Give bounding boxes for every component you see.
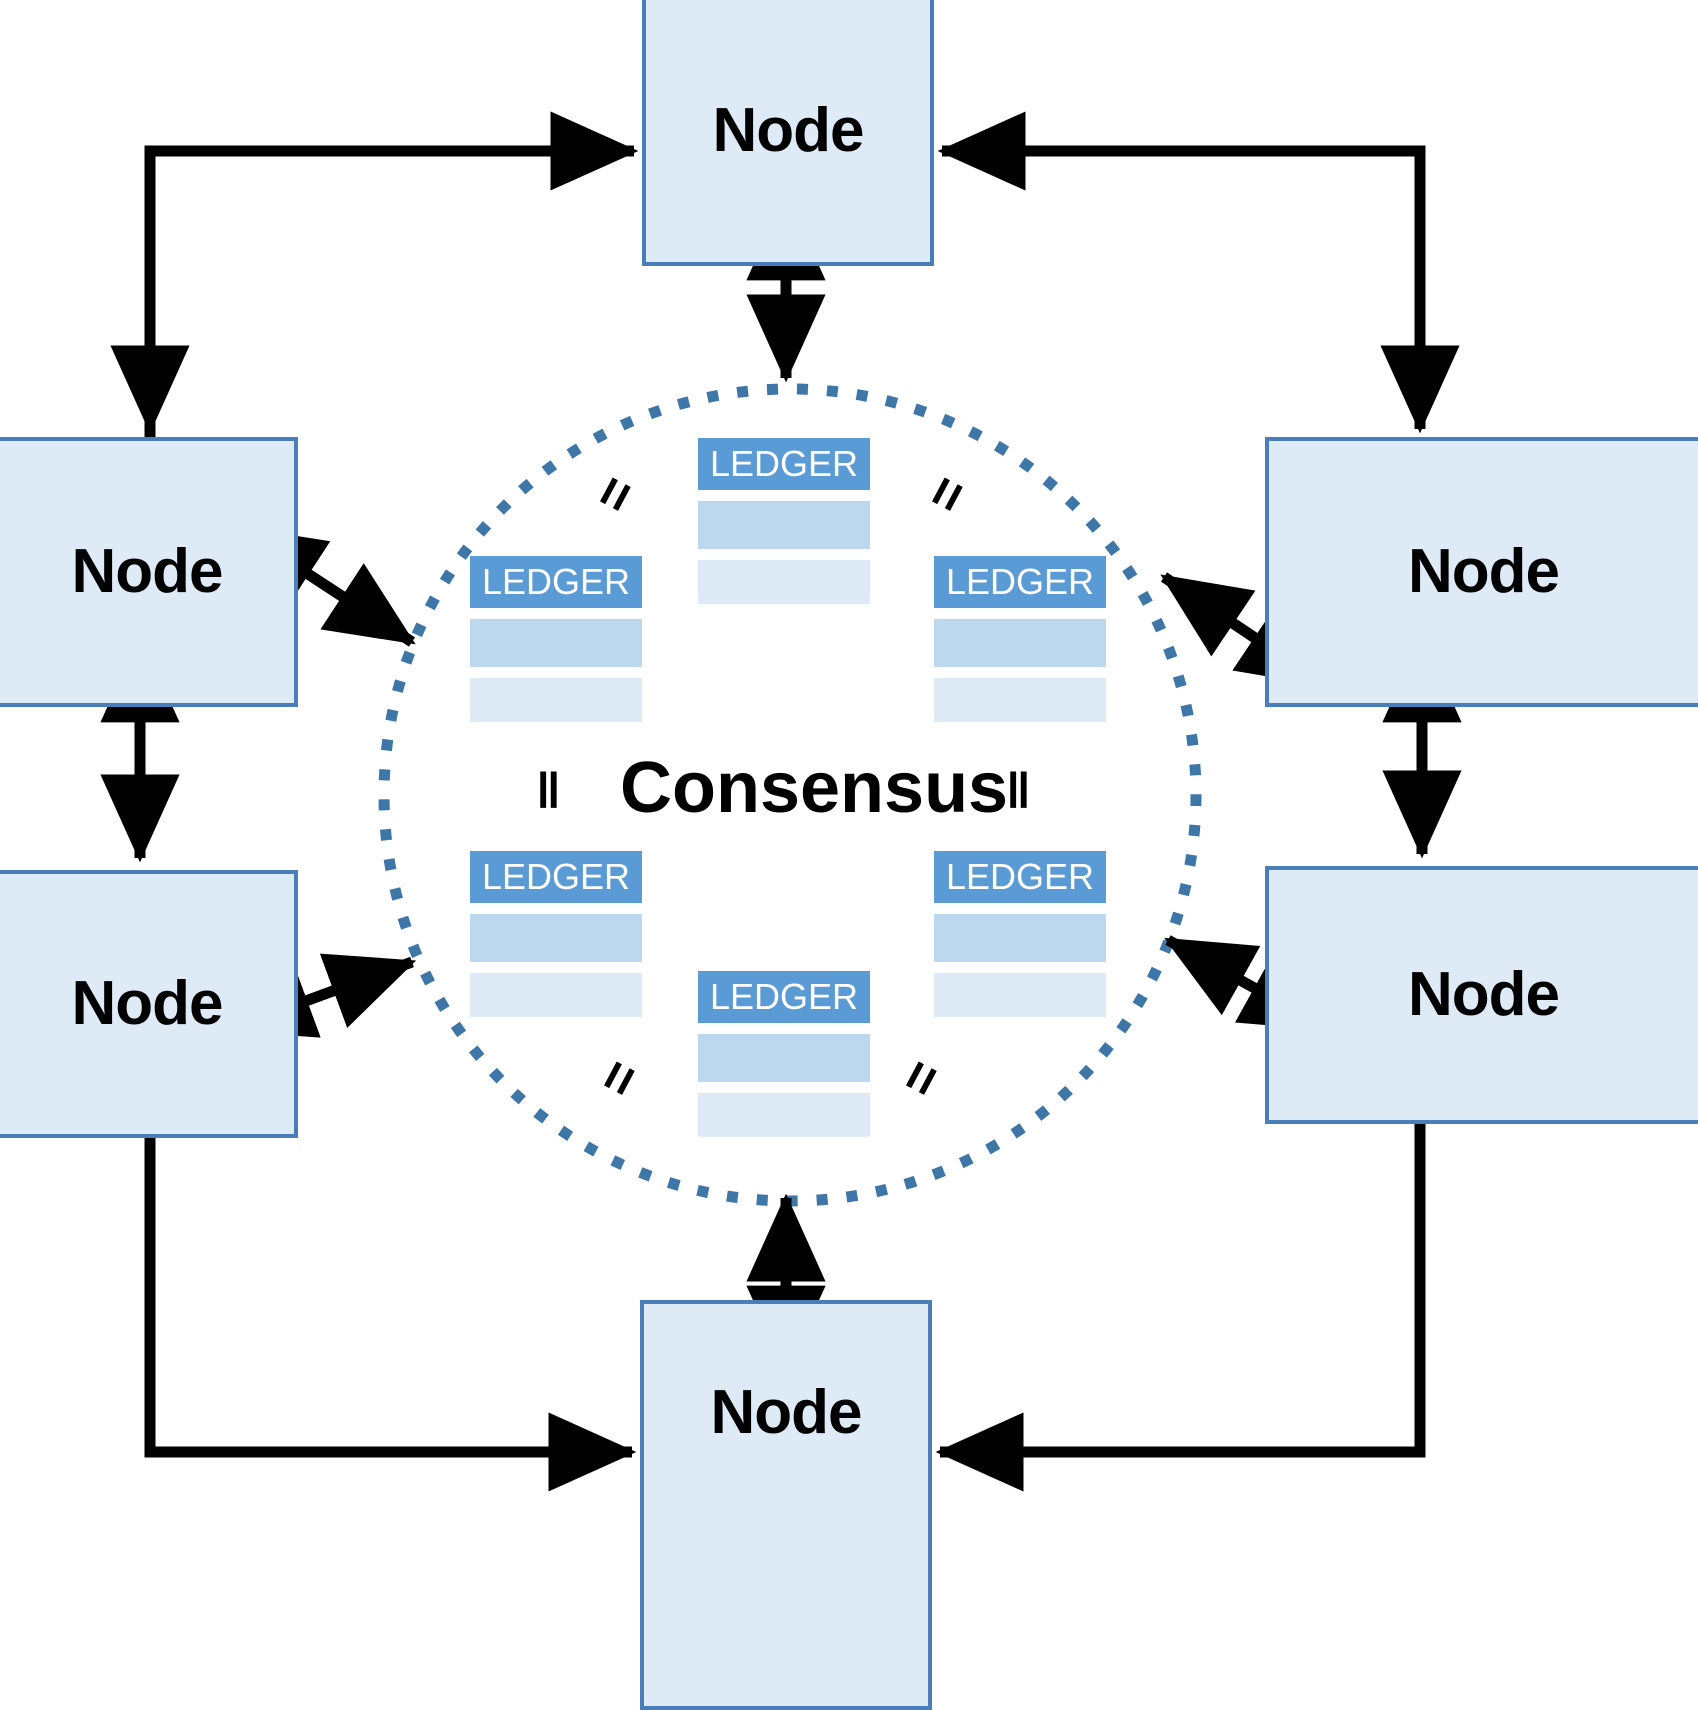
ledger-row-1 bbox=[470, 914, 642, 962]
node-label: Node bbox=[1408, 537, 1560, 606]
ledger-spacer bbox=[470, 903, 642, 914]
ledger-spacer bbox=[934, 608, 1106, 619]
ledger-spacer bbox=[698, 1023, 870, 1034]
ledger-spacer bbox=[934, 667, 1106, 678]
ledger-row-1 bbox=[470, 619, 642, 667]
ledger-spacer bbox=[698, 1082, 870, 1093]
node-label: Node bbox=[71, 537, 224, 606]
node-label: Node bbox=[1408, 960, 1560, 1029]
ledger-spacer bbox=[698, 490, 870, 501]
ledger-row-2 bbox=[470, 973, 642, 1017]
node-label: Node bbox=[710, 1378, 863, 1447]
wire-rightupper-to-circle bbox=[1160, 572, 1328, 687]
wire-top-elbow-down-left bbox=[110, 145, 634, 434]
wire-leftlower-to-bottom bbox=[144, 1138, 637, 1492]
ledger-row-2 bbox=[934, 973, 1106, 1017]
ledger-lower-left: LEDGER bbox=[470, 851, 642, 1017]
consensus-label: Consensus bbox=[620, 748, 1009, 828]
ledger-spacer bbox=[470, 962, 642, 973]
ledger-row-2 bbox=[470, 678, 642, 722]
ledger-spacer bbox=[698, 549, 870, 560]
ledger-spacer bbox=[934, 962, 1106, 973]
wire-rightlower-to-circle bbox=[1164, 935, 1332, 1031]
wire-top-elbow-down-right bbox=[942, 145, 1460, 434]
ledger-lower-right: LEDGER bbox=[934, 851, 1106, 1017]
equals-mark-center-left: ‖ bbox=[536, 763, 561, 819]
node-box-left-upper[interactable]: Node bbox=[0, 437, 298, 707]
node-label: Node bbox=[712, 96, 865, 165]
ledger-bottom: LEDGER bbox=[698, 971, 870, 1137]
ledger-row-2 bbox=[934, 678, 1106, 722]
ledger-row-1 bbox=[698, 501, 870, 549]
ledger-spacer bbox=[934, 903, 1106, 914]
node-box-top[interactable]: Node bbox=[642, 0, 934, 266]
node-box-left-lower[interactable]: Node bbox=[0, 870, 298, 1138]
ledger-spacer bbox=[470, 667, 642, 678]
ledger-header: LEDGER bbox=[698, 971, 870, 1023]
ledger-row-2 bbox=[698, 1093, 870, 1137]
node-box-right-upper[interactable]: Node bbox=[1265, 437, 1698, 707]
ledger-top: LEDGER bbox=[698, 438, 870, 604]
node-label: Node bbox=[71, 969, 224, 1038]
ledger-upper-left: LEDGER bbox=[470, 556, 642, 722]
wire-rightlower-to-bottom bbox=[935, 1124, 1426, 1492]
wire-rightupper-to-top bbox=[937, 111, 1426, 429]
ledger-header: LEDGER bbox=[470, 556, 642, 608]
wire-leftupper-to-circle bbox=[235, 526, 416, 647]
ledger-row-1 bbox=[934, 914, 1106, 962]
ledger-upper-right: LEDGER bbox=[934, 556, 1106, 722]
wire-leftupper-to-top bbox=[144, 111, 639, 437]
ledger-header: LEDGER bbox=[934, 556, 1106, 608]
ledger-header: LEDGER bbox=[934, 851, 1106, 903]
ledger-spacer bbox=[470, 608, 642, 619]
ledger-row-2 bbox=[698, 560, 870, 604]
node-box-bottom[interactable]: Node bbox=[640, 1300, 932, 1710]
ledger-row-1 bbox=[698, 1034, 870, 1082]
wire-leftlower-to-circle bbox=[224, 953, 417, 1038]
node-box-right-lower[interactable]: Node bbox=[1265, 866, 1698, 1124]
equals-mark-center-right: ‖ bbox=[1006, 763, 1031, 819]
ledger-header: LEDGER bbox=[470, 851, 642, 903]
ledger-row-1 bbox=[934, 619, 1106, 667]
ledger-header: LEDGER bbox=[698, 438, 870, 490]
